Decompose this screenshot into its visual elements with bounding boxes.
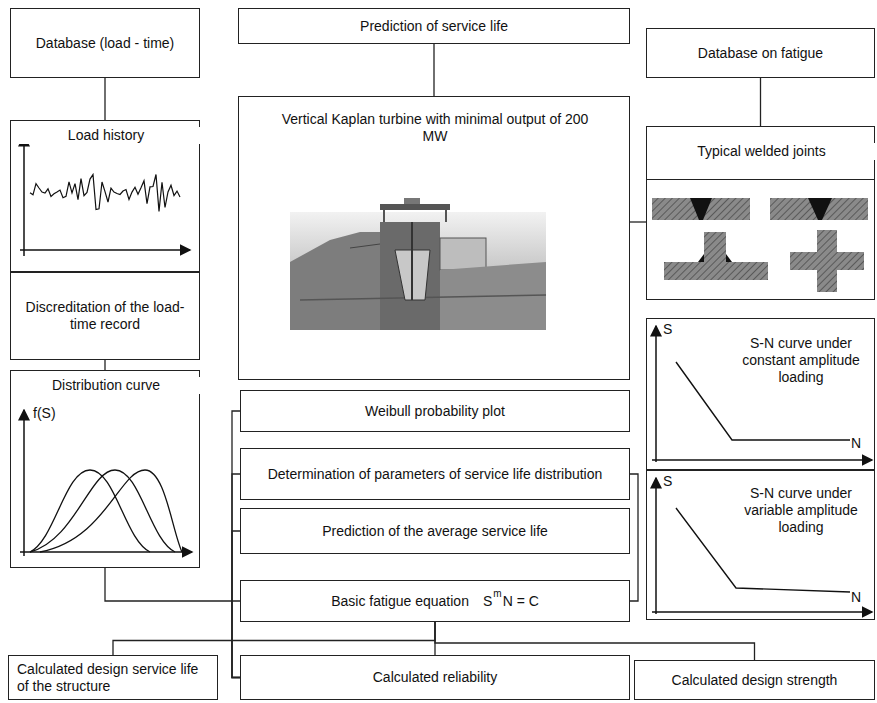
process-box: Determination of parameters of service l…: [240, 448, 630, 500]
divider-line: [647, 179, 874, 180]
distribution-chart: [20, 410, 192, 556]
node-text: Weibull probability plot: [365, 403, 505, 420]
connector-line: [232, 411, 240, 678]
connector-line: [104, 360, 105, 370]
node-text: f(S): [33, 405, 73, 422]
node-text: S-N curve under variable amplitude loadi…: [733, 485, 869, 536]
node-text: S: [483, 593, 492, 610]
database-box: Database on fatigue: [646, 28, 875, 78]
database-box: Database (load - time): [10, 8, 200, 78]
node-text: Load history: [11, 127, 201, 144]
node-text: N: [851, 435, 867, 452]
sn-curve-variable: [652, 478, 872, 614]
result-box: Calculated design strength: [634, 660, 875, 700]
node-text: Determination of parameters of service l…: [268, 466, 603, 483]
node-text: Prediction of service life: [360, 18, 508, 35]
node-text: N = C: [503, 593, 539, 610]
welded-joints-illustration: [652, 198, 868, 292]
node-text: Discreditation of the load-time record: [21, 299, 189, 333]
connector-line: [433, 44, 434, 96]
process-box: Prediction of the average service life: [240, 508, 630, 554]
node-text: Basic fatigue equation: [331, 593, 469, 610]
connector-line: [630, 474, 638, 601]
connector-line: [630, 221, 646, 222]
connector-line: [113, 622, 435, 655]
node-text: Typical welded joints: [647, 143, 876, 160]
kaplan-turbine-illustration: [290, 198, 546, 330]
result-box: Calculated reliability: [240, 655, 630, 700]
chart-box: S-N curve under constant amplitude loadi…: [646, 318, 875, 470]
illustration-box: Vertical Kaplan turbine with minimal out…: [238, 96, 630, 380]
node-text: Calculated design strength: [672, 672, 838, 689]
process-box: Discreditation of the load-time record: [10, 272, 200, 360]
chart-box: Load history: [10, 120, 200, 272]
result-box: Calculated design service life of the st…: [8, 655, 218, 700]
connector-line: [232, 474, 240, 678]
chart-box: Distribution curve f(S): [10, 370, 200, 568]
node-text: S-N curve under constant amplitude loadi…: [733, 335, 869, 386]
load-history-chart: [20, 136, 190, 256]
connector-line: [760, 78, 761, 126]
node-text: Database (load - time): [36, 35, 175, 52]
chart-box: S-N curve under variable amplitude loadi…: [646, 470, 875, 620]
node-text: S: [663, 473, 677, 490]
connector-line: [104, 78, 105, 120]
equation-box: Basic fatigue equation SmN = C: [240, 580, 630, 622]
node-text: Prediction of the average service life: [322, 523, 548, 540]
connector-line: [232, 531, 240, 678]
node-text: m: [493, 585, 501, 602]
node-text: Vertical Kaplan turbine with minimal out…: [279, 111, 591, 145]
process-box: Weibull probability plot: [240, 390, 630, 432]
sn-curve-constant: [652, 326, 872, 462]
node-text: N: [851, 589, 867, 606]
node-text: Calculated reliability: [373, 669, 498, 686]
node-text: Calculated design service life of the st…: [17, 661, 209, 695]
process-box: Prediction of service life: [238, 8, 630, 44]
node-text: S: [663, 321, 677, 338]
illustration-box: Typical welded joints: [646, 126, 875, 300]
node-text: Database on fatigue: [698, 45, 823, 62]
connector-line: [105, 568, 240, 601]
node-text: Distribution curve: [11, 377, 201, 394]
